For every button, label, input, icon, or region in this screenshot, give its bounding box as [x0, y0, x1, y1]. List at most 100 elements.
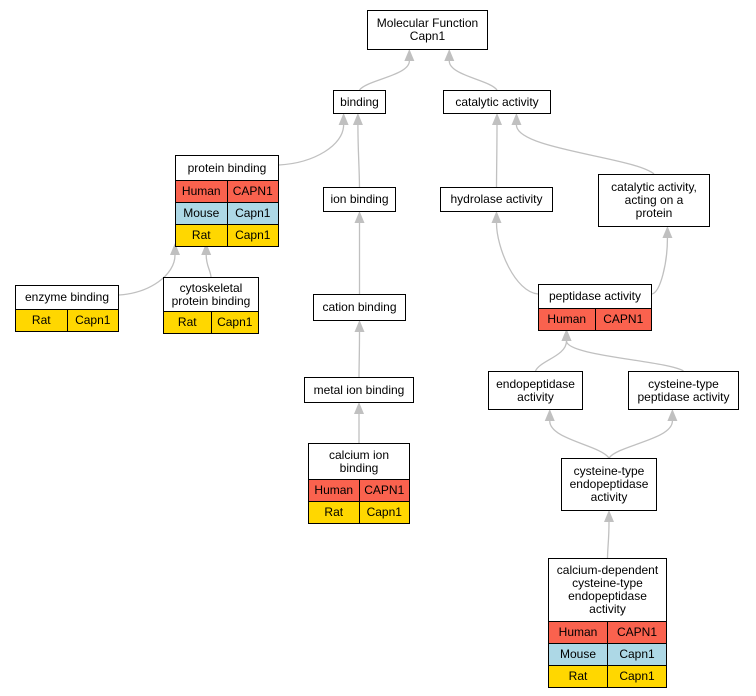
annotation-row-mouse: Mouse Capn1 [176, 202, 278, 224]
go-term-node-ion-binding[interactable]: ion binding [323, 187, 396, 212]
edge-ion-binding-to-binding [357, 124, 361, 188]
go-term-label: cation binding [322, 300, 397, 314]
species-cell: Human [547, 312, 587, 326]
go-term-label: calcium ion binding [328, 447, 390, 475]
annotation-row-human: Human CAPN1 [549, 621, 666, 643]
gene-cell: CAPN1 [358, 480, 410, 501]
edge-arrowhead [444, 49, 455, 61]
edge-arrowhead [338, 113, 349, 125]
go-term-label: hydrolase activity [450, 192, 543, 206]
annotation-row-human: Human CAPN1 [539, 308, 651, 330]
go-term-node-catalytic-activity-on-protein[interactable]: catalytic activity, acting on a protein [598, 174, 710, 227]
edge-protein-binding-to-binding [278, 124, 345, 166]
annotation-row-rat: Rat Capn1 [549, 665, 666, 687]
edge-endopeptidase-activity-to-peptidase-activity [534, 340, 568, 372]
edge-cysteine-type-endopeptidase-activity-to-cysteine-type-peptidase-activity [608, 420, 674, 459]
annotation-row-rat: Rat Capn1 [164, 311, 258, 333]
gene-cell: Capn1 [607, 644, 666, 665]
go-term-label: Molecular Function Capn1 [376, 16, 479, 43]
species-cell: Mouse [559, 647, 597, 661]
edge-cysteine-type-endopeptidase-activity-to-endopeptidase-activity [549, 420, 610, 459]
edge-arrowhead [170, 243, 180, 255]
go-term-label: metal ion binding [313, 382, 405, 397]
edge-cytoskeletal-protein-binding-to-protein-binding [205, 254, 212, 278]
edge-arrowhead [352, 113, 363, 125]
gene-cell: Capn1 [226, 203, 279, 224]
species-cell: Human [558, 625, 598, 639]
gene-cell: Capn1 [66, 310, 119, 331]
gene-cell: Capn1 [358, 502, 410, 523]
edge-cysteine-type-peptidase-activity-to-peptidase-activity [565, 340, 684, 372]
edge-arrowhead [492, 113, 502, 125]
go-term-label: calcium-dependent cysteine-type endopept… [556, 563, 659, 616]
species-cell: Rat [324, 505, 344, 519]
edge-arrowhead [667, 409, 678, 421]
gene-cell: Capn1 [226, 225, 279, 246]
go-term-node-binding[interactable]: binding [333, 90, 386, 114]
edge-arrowhead [662, 226, 673, 238]
species-cell: Rat [177, 315, 197, 329]
go-term-node-molecular-function[interactable]: Molecular Function Capn1 [367, 10, 488, 50]
edge-hydrolase-activity-to-catalytic-activity [495, 124, 498, 188]
edge-catalytic-activity-to-molecular-function [448, 60, 498, 91]
edge-peptidase-activity-to-catalytic-activity-on-protein [651, 237, 669, 295]
species-cell: Mouse [183, 206, 220, 220]
species-cell: Rat [31, 313, 51, 327]
species-cell: Human [181, 184, 221, 198]
go-term-label: catalytic activity, acting on a protein [611, 180, 697, 220]
edge-arrowhead [354, 320, 365, 332]
gene-cell: CAPN1 [594, 309, 652, 330]
edge-arrowhead [561, 329, 572, 341]
go-term-node-calcium-dependent-cysteine-type-endopeptidase-activity[interactable]: calcium-dependent cysteine-type endopept… [548, 558, 667, 688]
edge-metal-ion-binding-to-cation-binding [358, 331, 361, 378]
gene-cell: Capn1 [607, 666, 666, 687]
go-term-label: cysteine-type peptidase activity [637, 376, 730, 404]
edge-peptidase-activity-to-hydrolase-activity [495, 222, 539, 295]
edge-arrowhead [511, 113, 522, 125]
go-term-node-cysteine-type-endopeptidase-activity[interactable]: cysteine-type endopeptidase activity [561, 458, 657, 511]
species-cell: Human [314, 483, 354, 497]
annotation-row-human: Human CAPN1 [176, 180, 278, 202]
go-term-node-catalytic-activity[interactable]: catalytic activity [443, 90, 551, 114]
annotation-row-rat: Rat Capn1 [309, 501, 409, 523]
gene-cell: CAPN1 [607, 622, 666, 643]
edge-calcium-dependent-cysteine-type-endopeptidase-activity-to-cysteine-type-endopeptidase-activity [606, 521, 610, 559]
gene-cell: CAPN1 [226, 181, 279, 202]
go-term-label: catalytic activity [455, 94, 539, 109]
annotation-row-rat: Rat Capn1 [16, 309, 118, 331]
go-term-node-metal-ion-binding[interactable]: metal ion binding [304, 377, 414, 403]
go-term-label: endopeptidase activity [496, 376, 575, 404]
gene-cell: Capn1 [210, 312, 259, 333]
edge-arrowhead [404, 49, 415, 61]
species-cell: Rat [191, 228, 211, 242]
go-term-node-endopeptidase-activity[interactable]: endopeptidase activity [488, 371, 583, 410]
go-term-label: cytoskeletal protein binding [171, 280, 251, 308]
annotation-row-mouse: Mouse Capn1 [549, 643, 666, 665]
go-term-node-cysteine-type-peptidase-activity[interactable]: cysteine-type peptidase activity [628, 371, 739, 410]
go-term-label: protein binding [187, 160, 267, 175]
edge-binding-to-molecular-function [358, 60, 410, 91]
edge-arrowhead [201, 243, 212, 255]
edge-arrowhead [544, 409, 555, 421]
go-term-label: enzyme binding [24, 290, 110, 304]
go-term-label: peptidase activity [548, 289, 642, 303]
annotation-row-human: Human CAPN1 [309, 479, 409, 501]
go-term-node-cation-binding[interactable]: cation binding [313, 294, 406, 321]
edge-arrowhead [604, 510, 614, 522]
edge-enzyme-binding-to-protein-binding [118, 254, 176, 296]
edge-arrowhead [354, 211, 365, 223]
annotation-row-rat: Rat Capn1 [176, 224, 278, 246]
edge-arrowhead [491, 211, 502, 223]
go-term-label: binding [340, 94, 379, 109]
species-cell: Rat [568, 669, 588, 683]
go-term-node-hydrolase-activity[interactable]: hydrolase activity [440, 187, 553, 212]
go-term-label: cysteine-type endopeptidase activity [569, 464, 649, 504]
edge-arrowhead [354, 402, 364, 414]
edge-catalytic-activity-on-protein-to-catalytic-activity [515, 124, 655, 175]
